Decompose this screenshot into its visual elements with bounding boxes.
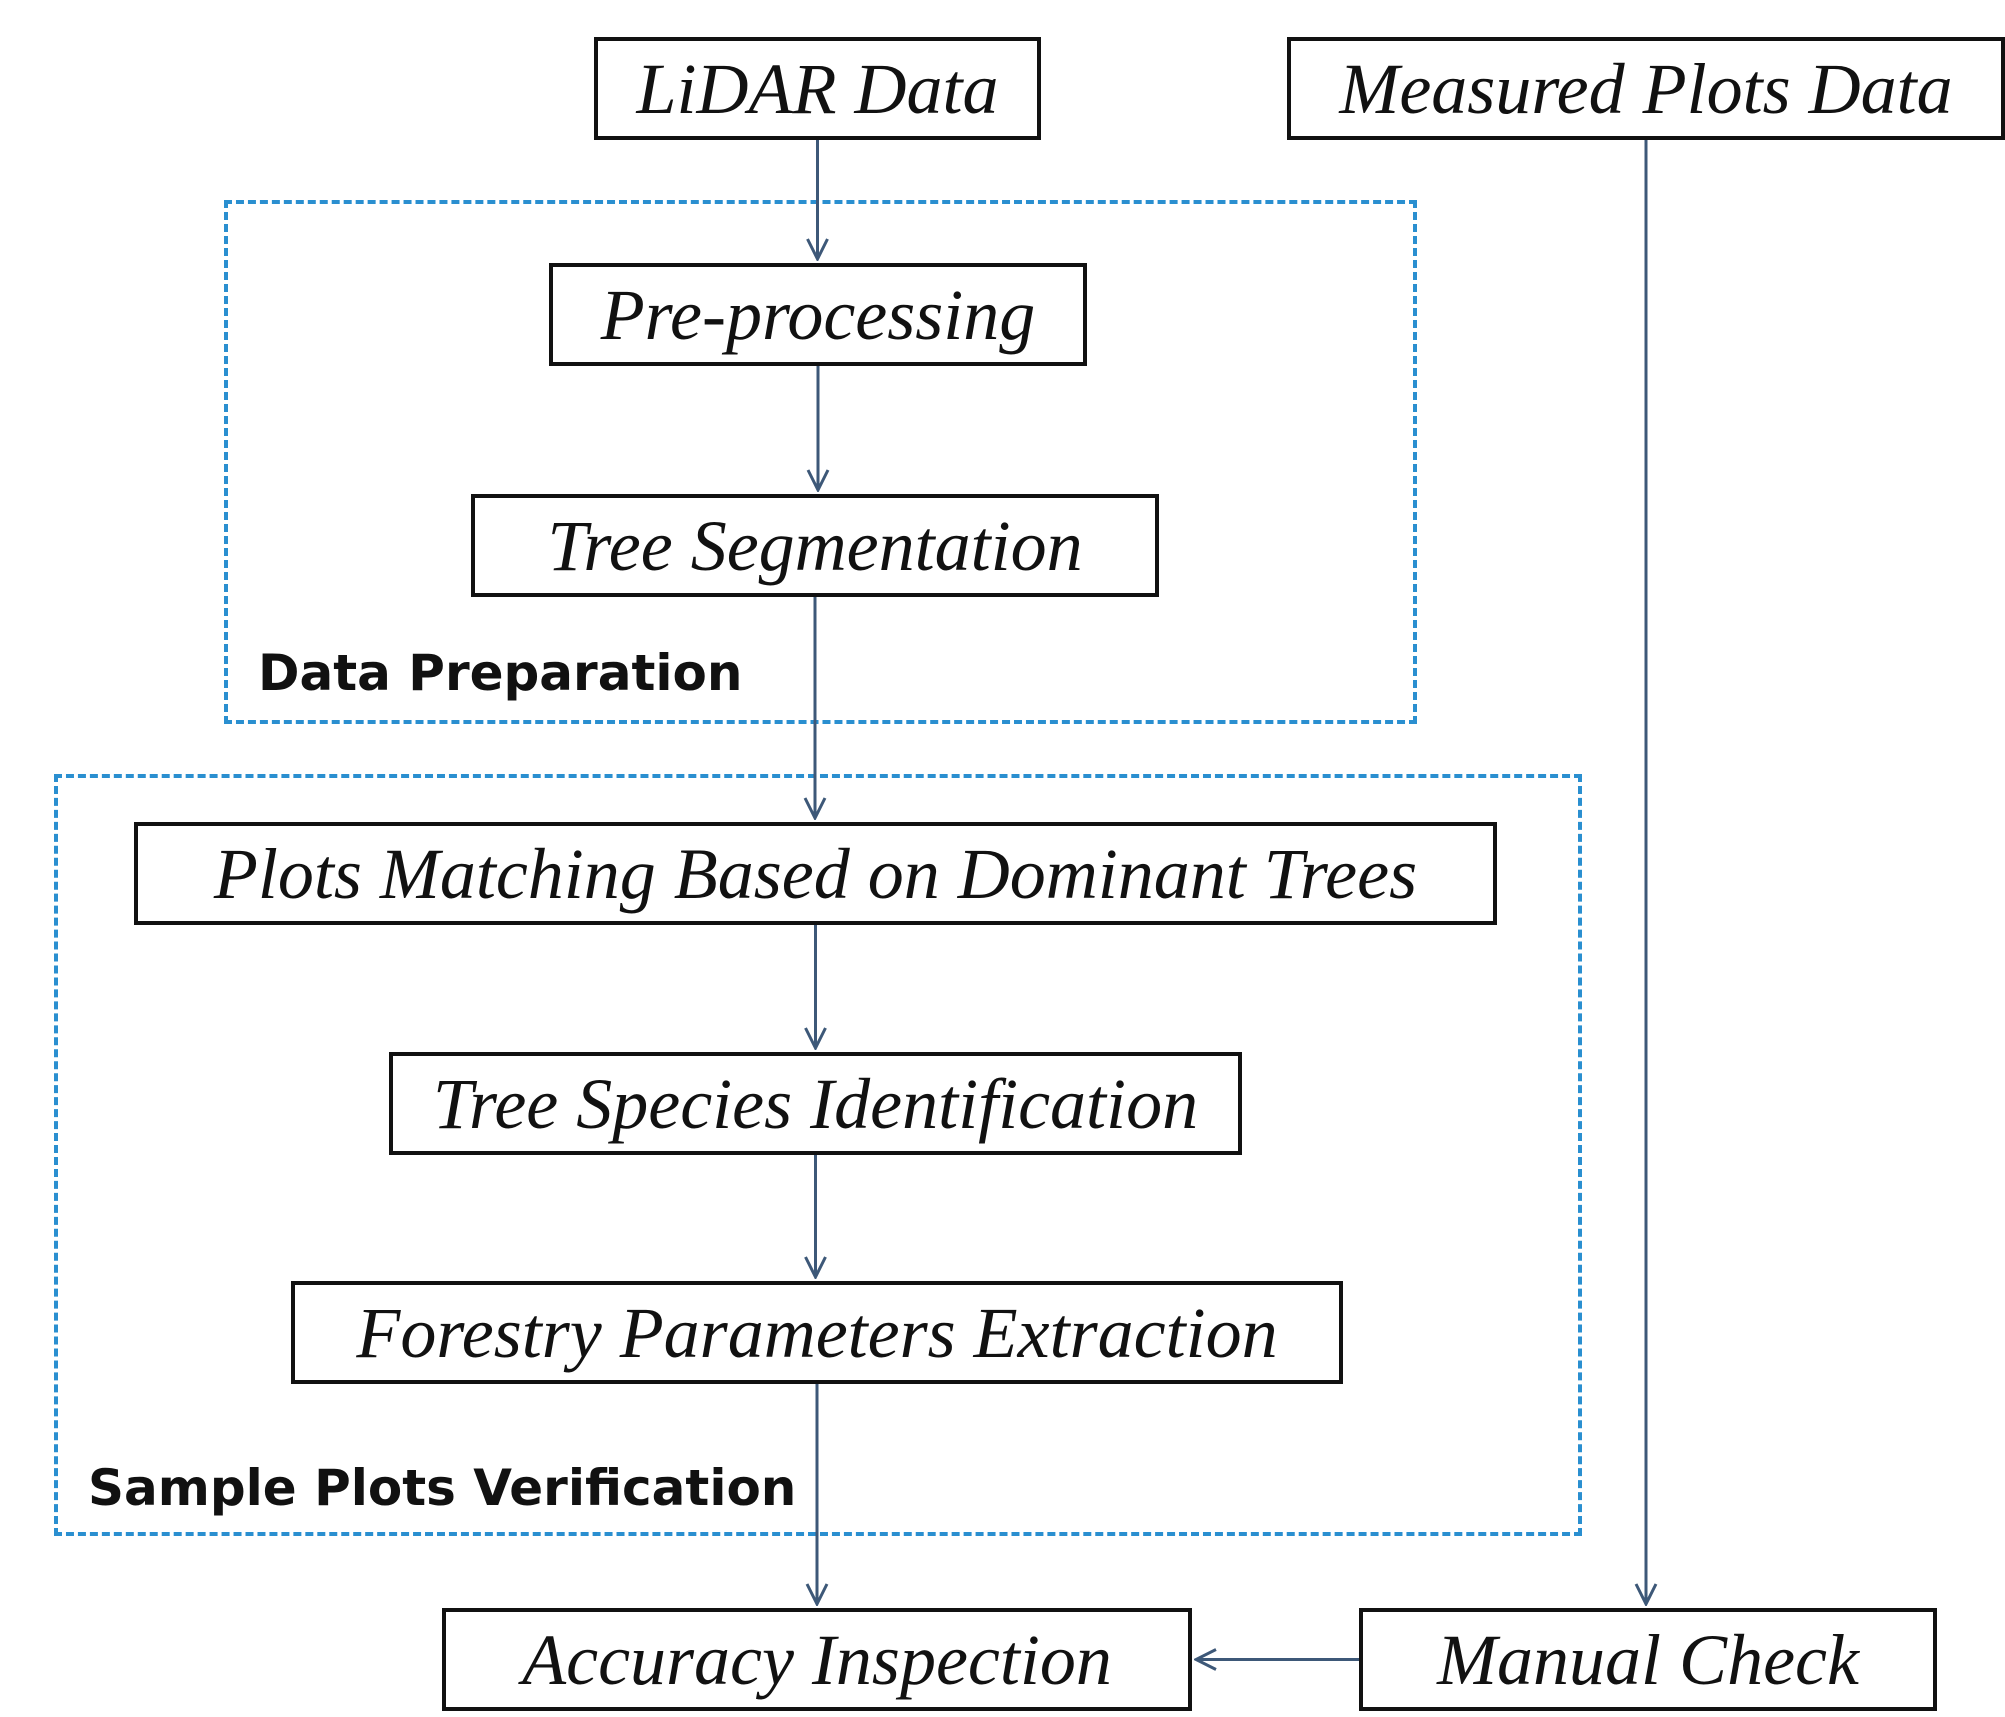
node-tree-species-identification: Tree Species Identification xyxy=(389,1052,1242,1155)
node-tree-segmentation: Tree Segmentation xyxy=(471,494,1159,597)
node-lidar-data: LiDAR Data xyxy=(594,37,1041,140)
node-plots-matching: Plots Matching Based on Dominant Trees xyxy=(134,822,1497,925)
node-pre-processing: Pre-processing xyxy=(549,263,1087,366)
node-manual-check: Manual Check xyxy=(1359,1608,1937,1711)
node-measured-plots-data: Measured Plots Data xyxy=(1287,37,2005,140)
node-forestry-parameters-extraction: Forestry Parameters Extraction xyxy=(291,1281,1343,1384)
group-data-preparation xyxy=(224,200,1417,724)
group-label-data-preparation: Data Preparation xyxy=(258,644,743,702)
node-accuracy-inspection: Accuracy Inspection xyxy=(442,1608,1192,1711)
group-label-sample-plots-verification: Sample Plots Verification xyxy=(88,1459,797,1517)
